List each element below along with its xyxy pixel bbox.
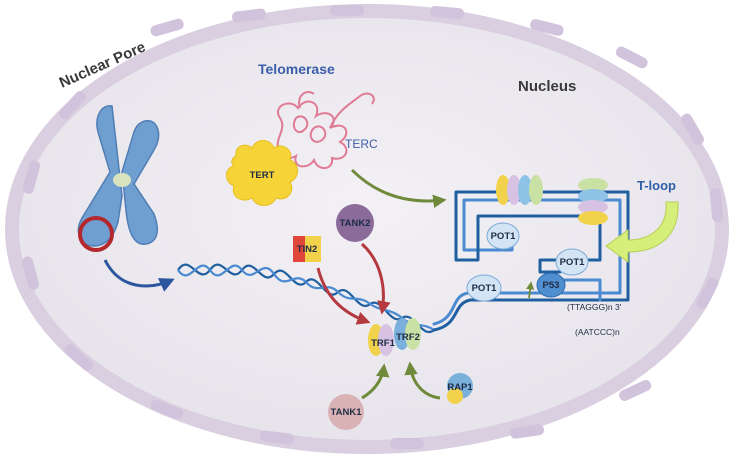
rap1-to-trf2-arrow — [404, 361, 441, 400]
pore — [615, 46, 648, 69]
pore — [64, 343, 93, 371]
p53-protein: P53 — [536, 272, 566, 298]
pore — [150, 18, 184, 37]
pot1-label: POT1 — [560, 257, 586, 268]
trf1-protein: TRF1 — [368, 324, 396, 356]
pore — [232, 8, 267, 23]
pot1-label: POT1 — [472, 283, 498, 294]
pore — [390, 438, 424, 449]
telomerase-to-loop-arrow — [350, 168, 447, 208]
tin2-label: TIN2 — [297, 244, 318, 255]
pore — [330, 5, 364, 16]
pore — [21, 256, 40, 290]
tank1-protein: TANK1 — [328, 394, 364, 430]
p53-small-arrow — [526, 281, 535, 299]
telomerase-label: Telomerase — [258, 61, 335, 77]
loop-proteins-left — [496, 175, 543, 205]
t-loop-label: T-loop — [637, 178, 676, 193]
sequence-bottom-label: (AATCCC)n — [575, 327, 620, 337]
tin2-protein: TIN2 — [293, 236, 321, 262]
pore — [429, 5, 464, 20]
tank2-protein: TANK2 — [336, 204, 374, 242]
pore — [619, 379, 652, 401]
trf1-label: TRF1 — [371, 338, 395, 349]
pore — [510, 424, 545, 439]
telomere-highlight-circle — [78, 216, 114, 252]
pore — [696, 277, 719, 310]
pot1-protein-bottom: POT1 — [466, 274, 502, 302]
pore — [259, 430, 294, 445]
terc-rna — [276, 90, 375, 169]
trf2-protein: TRF2 — [394, 318, 421, 350]
loop-proteins-right — [578, 178, 608, 225]
t-loop-arrow — [605, 201, 679, 263]
pot1-label: POT1 — [491, 231, 517, 242]
pore — [58, 91, 86, 120]
pore — [709, 188, 724, 223]
pore — [681, 113, 704, 145]
pot1-protein-right: POT1 — [555, 248, 589, 276]
tank1-label: TANK1 — [331, 407, 363, 418]
tank1-to-trf1-arrow — [361, 363, 390, 400]
tank2-label: TANK2 — [340, 218, 371, 229]
pore — [530, 19, 564, 36]
sequence-top-label: (TTAGGG)n 3' — [567, 302, 622, 312]
tin2-to-trf1-arrow — [316, 267, 371, 325]
rap1-protein: RAP1 — [447, 373, 473, 404]
p53-label: P53 — [543, 280, 560, 291]
tert-label: TERT — [250, 170, 275, 181]
telomere-loop — [432, 190, 630, 332]
rap1-label: RAP1 — [447, 382, 473, 393]
pot1-protein-top: POT1 — [486, 222, 520, 250]
tert-protein: TERT — [226, 140, 298, 206]
pore — [22, 160, 41, 194]
trf2-label: TRF2 — [396, 332, 420, 343]
nucleus-label: Nucleus — [518, 78, 576, 95]
chromosome — [77, 105, 160, 252]
terc-label: TERC — [345, 137, 378, 151]
pore — [150, 399, 184, 420]
chromosome-to-dna-arrow — [103, 259, 175, 292]
nuclear-pores — [21, 5, 724, 449]
tank2-to-trf1-arrow — [360, 242, 391, 315]
